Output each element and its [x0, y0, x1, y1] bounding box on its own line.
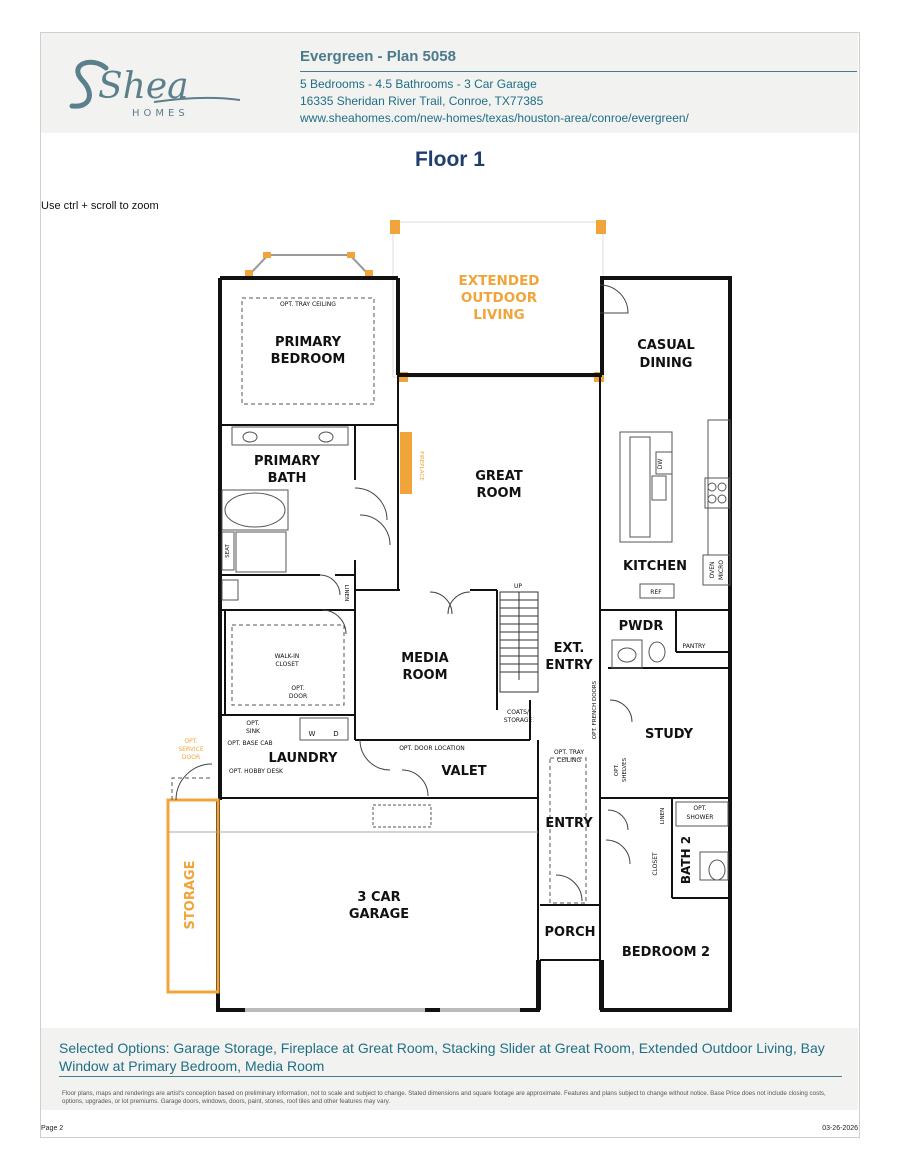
casual-dining-label: CASUAL [637, 338, 694, 353]
opt-door-label: OPT. [291, 685, 304, 692]
great-room-label: ROOM [476, 486, 521, 501]
bath-fixtures [221, 426, 729, 881]
dishwasher-label: DW [657, 459, 664, 470]
walk-in-closet-label: CLOSET [275, 661, 299, 668]
washer-label: W [309, 730, 316, 738]
closet-label: CLOSET [652, 852, 659, 876]
door-swings [175, 284, 633, 902]
linen-label: LINEN [343, 585, 349, 601]
primary-bedroom-label: PRIMARY [275, 335, 342, 350]
zoom-hint: Use ctrl + scroll to zoom [41, 200, 159, 212]
shea-homes-logo: Shea HOMES [69, 59, 241, 119]
ext-entry-label: EXT. [554, 641, 585, 656]
primary-bedroom-label: BEDROOM [271, 352, 346, 367]
options-divider [59, 1076, 842, 1077]
floor-title: Floor 1 [414, 148, 485, 171]
selected-options: Selected Options: Garage Storage, Firepl… [59, 1040, 825, 1074]
primary-bath-label: BATH [268, 471, 307, 486]
hobby-desk-label: OPT. HOBBY DESK [229, 768, 284, 775]
entry-label: ENTRY [545, 816, 593, 831]
pantry-label: PANTRY [683, 643, 706, 650]
dryer-label: D [333, 730, 338, 738]
casual-dining-label: DINING [640, 356, 693, 371]
outdoor-living-label: LIVING [473, 307, 524, 323]
seat-label: SEAT [225, 544, 231, 558]
ref-label: REF [650, 589, 662, 596]
tray-ceiling-label: CEILING [557, 757, 581, 764]
media-room-label: MEDIA [401, 651, 449, 666]
plan-specs: 5 Bedrooms - 4.5 Bathrooms - 3 Car Garag… [300, 77, 537, 91]
fireplace [400, 432, 412, 494]
ext-entry-label: ENTRY [545, 658, 593, 673]
brand-subtitle: HOMES [132, 108, 189, 119]
linen-label: LINEN [660, 808, 666, 824]
floor-plan[interactable]: EXTENDED OUTDOOR LIVING OPT. TRAY CEILIN… [160, 215, 740, 1020]
plan-title: Evergreen - Plan 5058 [300, 48, 456, 65]
opt-shelves-label: SHELVES [622, 757, 628, 782]
garage-label: GARAGE [349, 907, 409, 922]
french-doors-label: OPT. FRENCH DOORS [592, 680, 598, 739]
tray-ceiling-label: OPT. TRAY CEILING [280, 301, 336, 308]
opt-sink-label: OPT. [246, 720, 259, 727]
micro-label: MICRO [718, 560, 725, 580]
laundry-label: LAUNDRY [269, 751, 338, 766]
option-outlines [171, 297, 587, 904]
primary-bath-label: PRIMARY [254, 454, 321, 469]
great-room-label: GREAT [475, 469, 523, 484]
print-date: 03-26-2026 [822, 1125, 858, 1132]
opt-door-label: DOOR [289, 693, 307, 700]
brand-wordmark: Shea [98, 66, 189, 107]
header-divider [300, 71, 857, 72]
opt-shelves-label: OPT. [614, 764, 620, 776]
service-door-label: OPT. [184, 738, 197, 745]
exterior-walls [216, 276, 732, 1012]
outdoor-living-label: EXTENDED [459, 273, 540, 289]
staircase [499, 591, 539, 693]
opt-shower-label: SHOWER [687, 814, 714, 821]
powder-room-label: PWDR [619, 619, 664, 634]
options-band [41, 1028, 858, 1110]
bath-2-label: BATH 2 [679, 836, 693, 884]
header-band [41, 33, 858, 133]
service-door-label: SERVICE [178, 746, 204, 753]
study-label: STUDY [645, 727, 694, 742]
page-number: Page 2 [41, 1125, 64, 1132]
plan-address: 16335 Sheridan River Trail, Conroe, TX77… [300, 94, 544, 108]
fireplace-label: FIREPLACE [418, 451, 424, 481]
opt-door-location-label: OPT. DOOR LOCATION [399, 745, 465, 752]
bedroom-2-label: BEDROOM 2 [622, 945, 710, 960]
bay-window [245, 252, 373, 278]
media-room-label: ROOM [402, 668, 447, 683]
opt-sink-label: SINK [246, 728, 261, 735]
garage [166, 798, 538, 1012]
service-door-label: DOOR [182, 754, 200, 761]
garage-label: 3 CAR [357, 890, 400, 905]
kitchen-label: KITCHEN [623, 559, 687, 574]
valet-label: VALET [441, 764, 486, 779]
opt-shower-label: OPT. [693, 805, 706, 812]
coats-storage-label: COATS/ [507, 709, 530, 716]
porch-label: PORCH [544, 925, 595, 940]
tray-ceiling-label: OPT. TRAY [554, 749, 584, 756]
coats-storage-label: STORAGE [504, 717, 533, 724]
stair-up-label: UP [514, 583, 522, 590]
walk-in-closet-label: WALK-IN [275, 653, 300, 660]
opt-base-cab-label: OPT. BASE CAB [227, 740, 272, 747]
oven-label: OVEN [709, 561, 716, 578]
disclaimer: Floor plans, maps and renderings are art… [62, 1090, 826, 1105]
outdoor-living-label: OUTDOOR [461, 290, 538, 306]
kitchen-fixtures [619, 419, 731, 599]
plan-url-link[interactable]: www.sheahomes.com/new-homes/texas/housto… [300, 111, 689, 125]
garage-storage-label: STORAGE [183, 861, 198, 930]
